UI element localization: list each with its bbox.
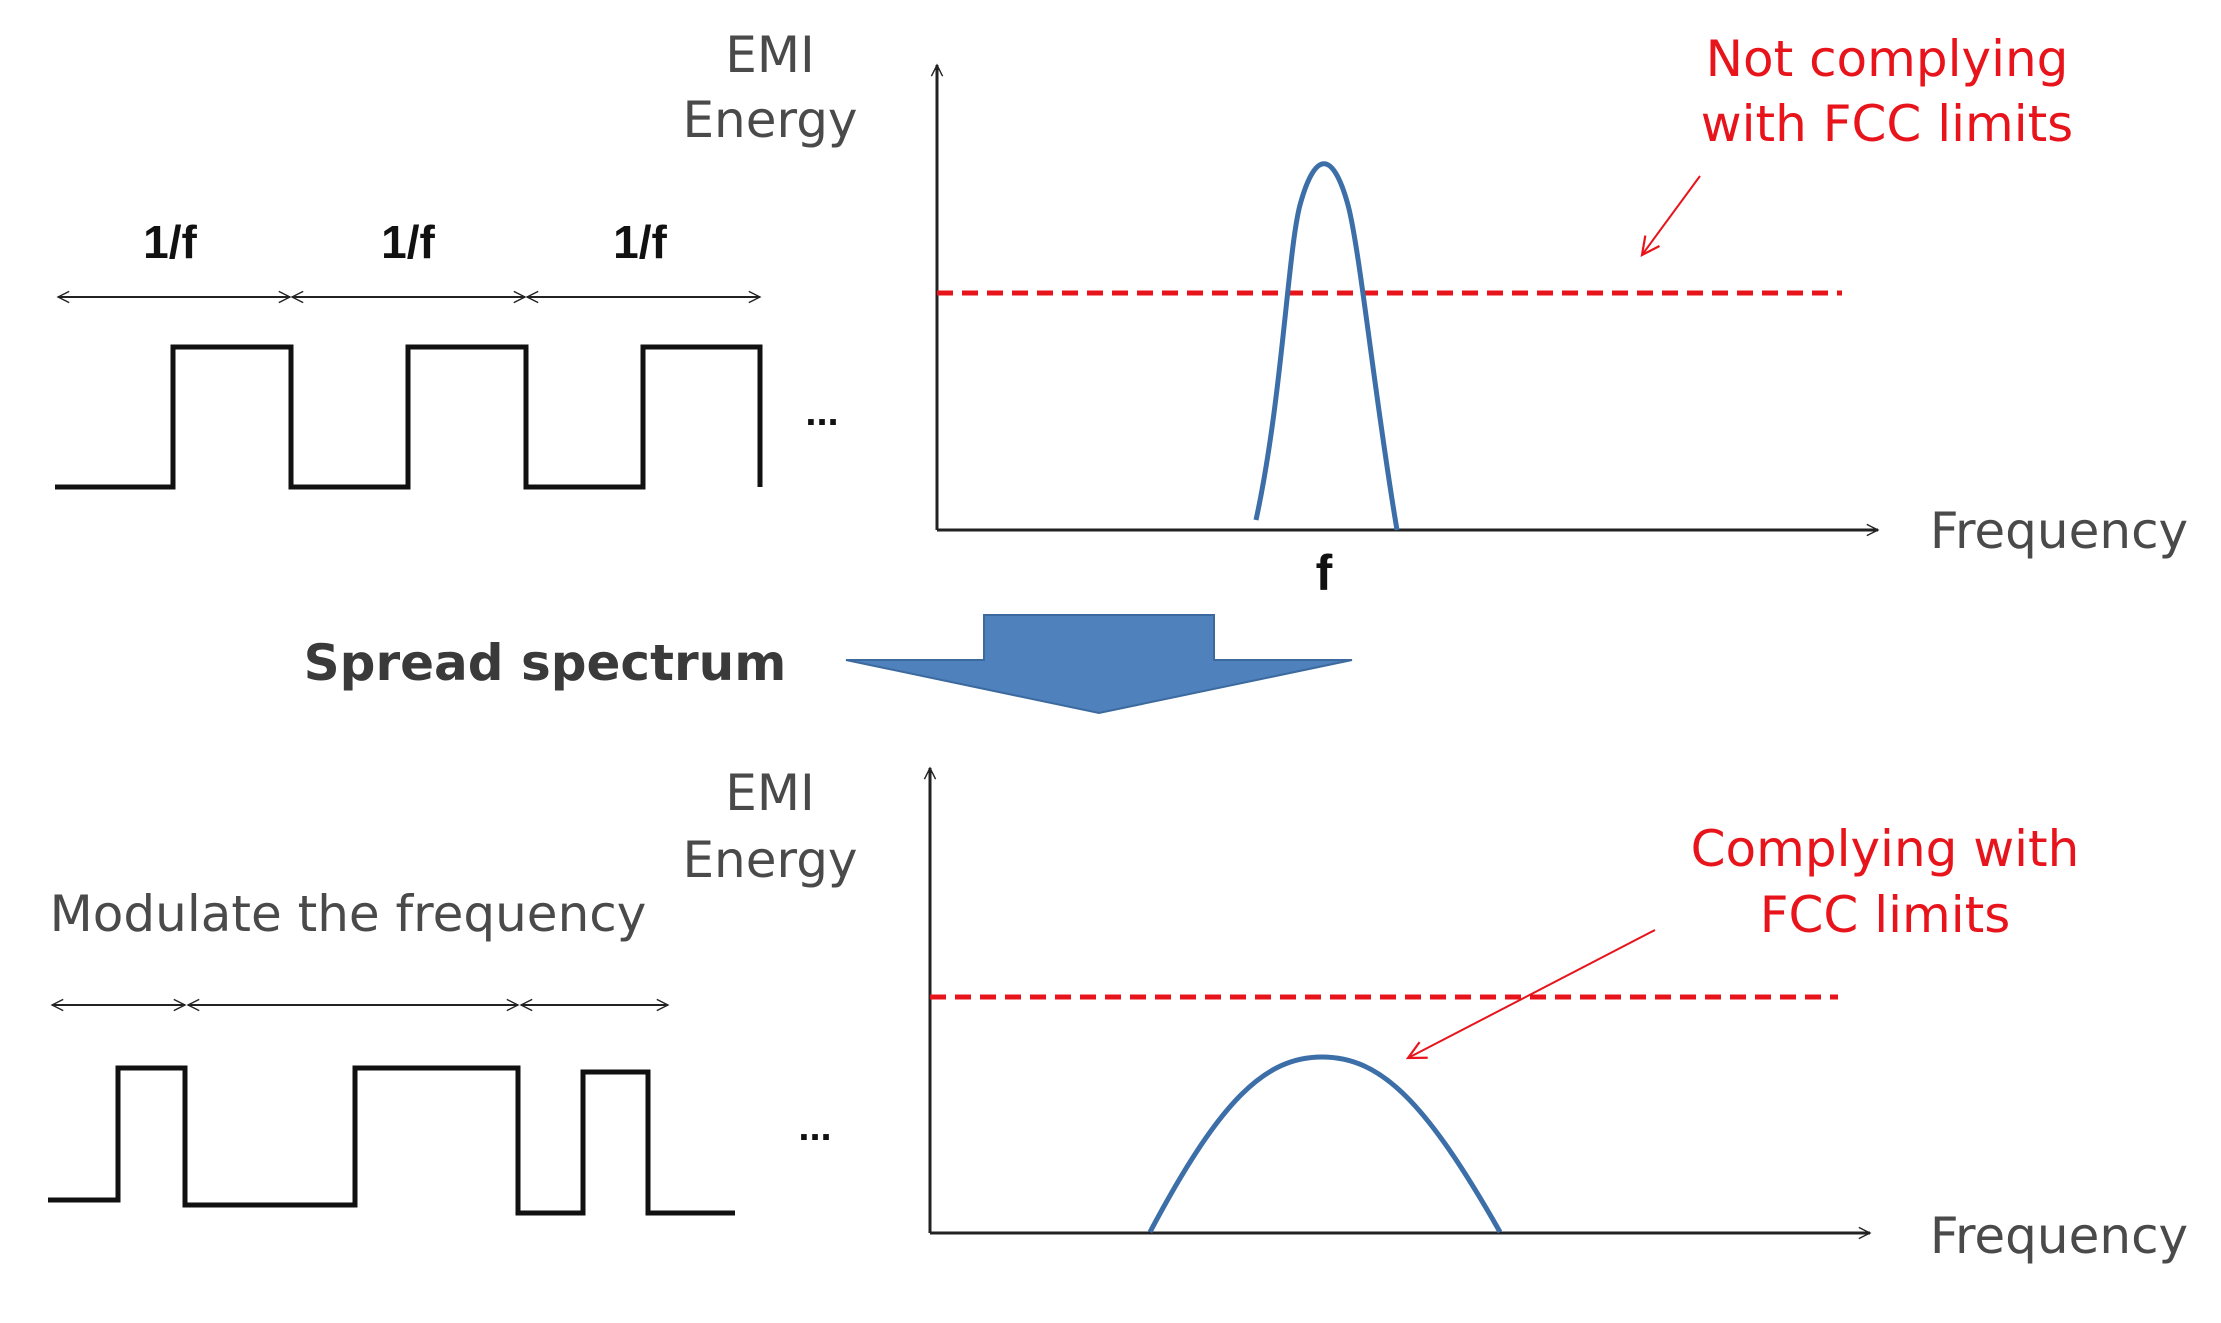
bottom-annotation-arrow	[1408, 929, 1656, 1058]
period-label-3: 1/f	[613, 216, 667, 268]
modulate-frequency-label: Modulate the frequency	[50, 885, 647, 943]
top-annotation-line2: with FCC limits	[1701, 95, 2074, 153]
bottom-annotation-line2: FCC limits	[1760, 886, 2011, 944]
top-spectrum-plot: EMI Energy Frequency f Not complying wit…	[682, 26, 2188, 601]
spread-spectrum-transition: Spread spectrum	[304, 614, 1353, 715]
top-square-wave-signal	[55, 344, 763, 490]
period-label-1: 1/f	[143, 216, 197, 268]
top-y-label-energy: Energy	[682, 91, 857, 149]
bottom-modulated-signal	[48, 1065, 735, 1216]
top-peak-label-f: f	[1316, 545, 1333, 601]
bottom-annotation-line1: Complying with	[1691, 820, 2080, 878]
bottom-spectrum-plot: EMI Energy Frequency Complying with FCC …	[682, 764, 2188, 1265]
period-label-2: 1/f	[381, 216, 435, 268]
bottom-y-label-energy: Energy	[682, 831, 857, 889]
bottom-ellipsis: ...	[798, 1105, 831, 1149]
top-x-label-frequency: Frequency	[1930, 502, 2188, 560]
spread-spectrum-label: Spread spectrum	[304, 634, 787, 692]
top-square-wave: 1/f 1/f 1/f ...	[55, 216, 839, 490]
bottom-x-label-frequency: Frequency	[1930, 1207, 2188, 1265]
bottom-y-label-emi: EMI	[725, 764, 814, 822]
top-ellipsis: ...	[805, 390, 838, 434]
top-y-label-emi: EMI	[725, 26, 814, 84]
top-narrow-emi-peak	[1253, 161, 1400, 531]
top-annotation-line1: Not complying	[1706, 30, 2069, 88]
bottom-wide-emi-peak	[1147, 1054, 1503, 1234]
down-arrow-shape	[845, 614, 1353, 715]
bottom-modulated-wave: Modulate the frequency ...	[48, 885, 832, 1216]
top-annotation-arrow	[1642, 175, 1701, 255]
